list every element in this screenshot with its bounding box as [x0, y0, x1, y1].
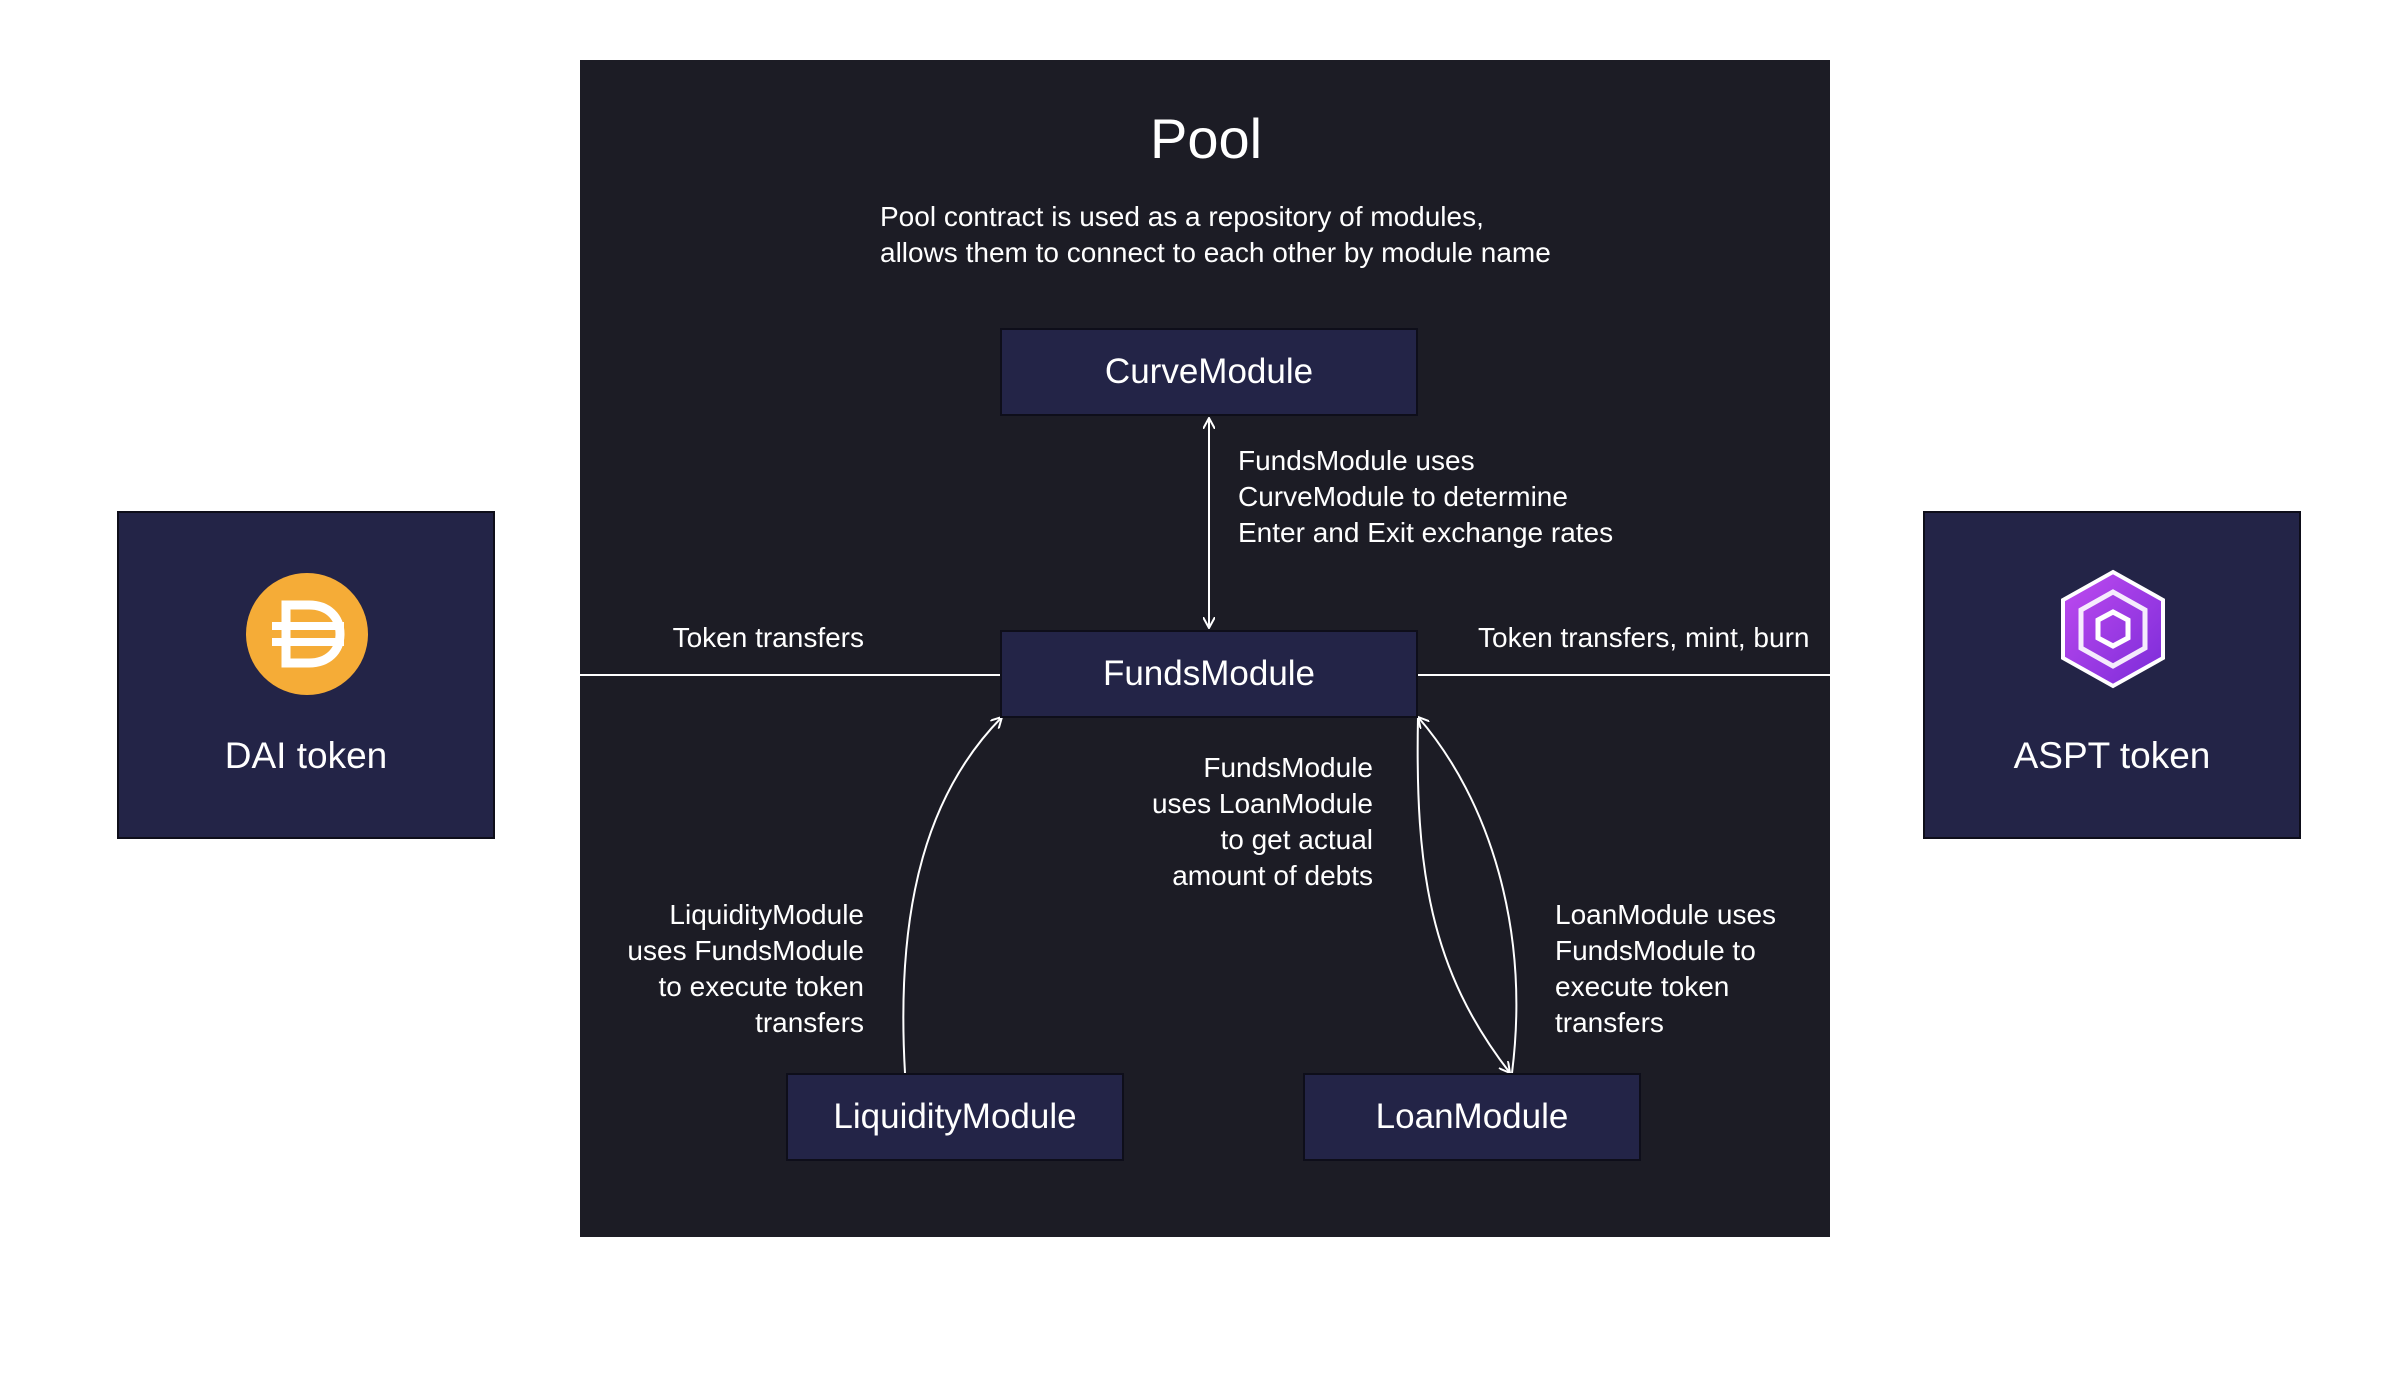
note-line: LoanModule uses [1555, 899, 1777, 930]
liquidity-funds-arrow [902, 717, 1002, 1074]
note-line: FundsModule to [1555, 935, 1756, 966]
liquidity-module-box: LiquidityModule [786, 1073, 1124, 1161]
note-line: transfers [755, 1007, 864, 1038]
left-transfer-label: Token transfers [672, 622, 864, 653]
note-line: LiquidityModule [669, 899, 864, 930]
funds-curve-note: FundsModule uses CurveModule to determin… [1238, 443, 1658, 551]
note-line: Enter and Exit exchange rates [1238, 517, 1614, 548]
note-line: transfers [1555, 1007, 1664, 1038]
funds-module-box: FundsModule [1000, 630, 1418, 718]
note-line: amount of debts [1172, 860, 1373, 891]
note-line: to get actual [1220, 824, 1373, 855]
loan-module-label: LoanModule [1375, 1097, 1569, 1136]
note-line: FundsModule uses [1238, 445, 1475, 476]
aspt-token-label: ASPT token [2013, 735, 2211, 776]
note-line: uses LoanModule [1151, 788, 1373, 819]
loan-module-box: LoanModule [1303, 1073, 1641, 1161]
dai-token-box: DAI token [117, 511, 495, 839]
right-transfer-label: Token transfers, mint, burn [1478, 622, 1810, 653]
dai-token-label: DAI token [224, 735, 388, 776]
aspt-logo-icon [2061, 569, 2165, 689]
note-line: CurveModule to determine [1238, 481, 1568, 512]
curve-module-label: CurveModule [1104, 352, 1314, 391]
curve-module-box: CurveModule [1000, 328, 1418, 416]
funds-loan-arrow [1416, 716, 1510, 1073]
liquidity-funds-note: LiquidityModule uses FundsModule to exec… [600, 897, 864, 1041]
note-line: uses FundsModule [627, 935, 864, 966]
pool-description-line: allows them to connect to each other by … [880, 237, 1551, 268]
aspt-token-box: ASPT token [1923, 511, 2301, 839]
note-line: to execute token [658, 971, 864, 1002]
note-line: FundsModule [1203, 752, 1373, 783]
loan-funds-arrow [1418, 717, 1518, 1074]
pool-description-line: Pool contract is used as a repository of… [880, 201, 1484, 232]
funds-module-label: FundsModule [1102, 654, 1316, 693]
pool-description: Pool contract is used as a repository of… [880, 199, 1640, 271]
funds-loan-note: FundsModule uses LoanModule to get actua… [1080, 750, 1373, 894]
dai-logo-icon [246, 573, 368, 695]
note-line: execute token [1555, 971, 1730, 1002]
liquidity-module-label: LiquidityModule [833, 1097, 1077, 1136]
loan-funds-note: LoanModule uses FundsModule to execute t… [1555, 897, 1815, 1041]
pool-title: Pool [1150, 107, 1263, 170]
